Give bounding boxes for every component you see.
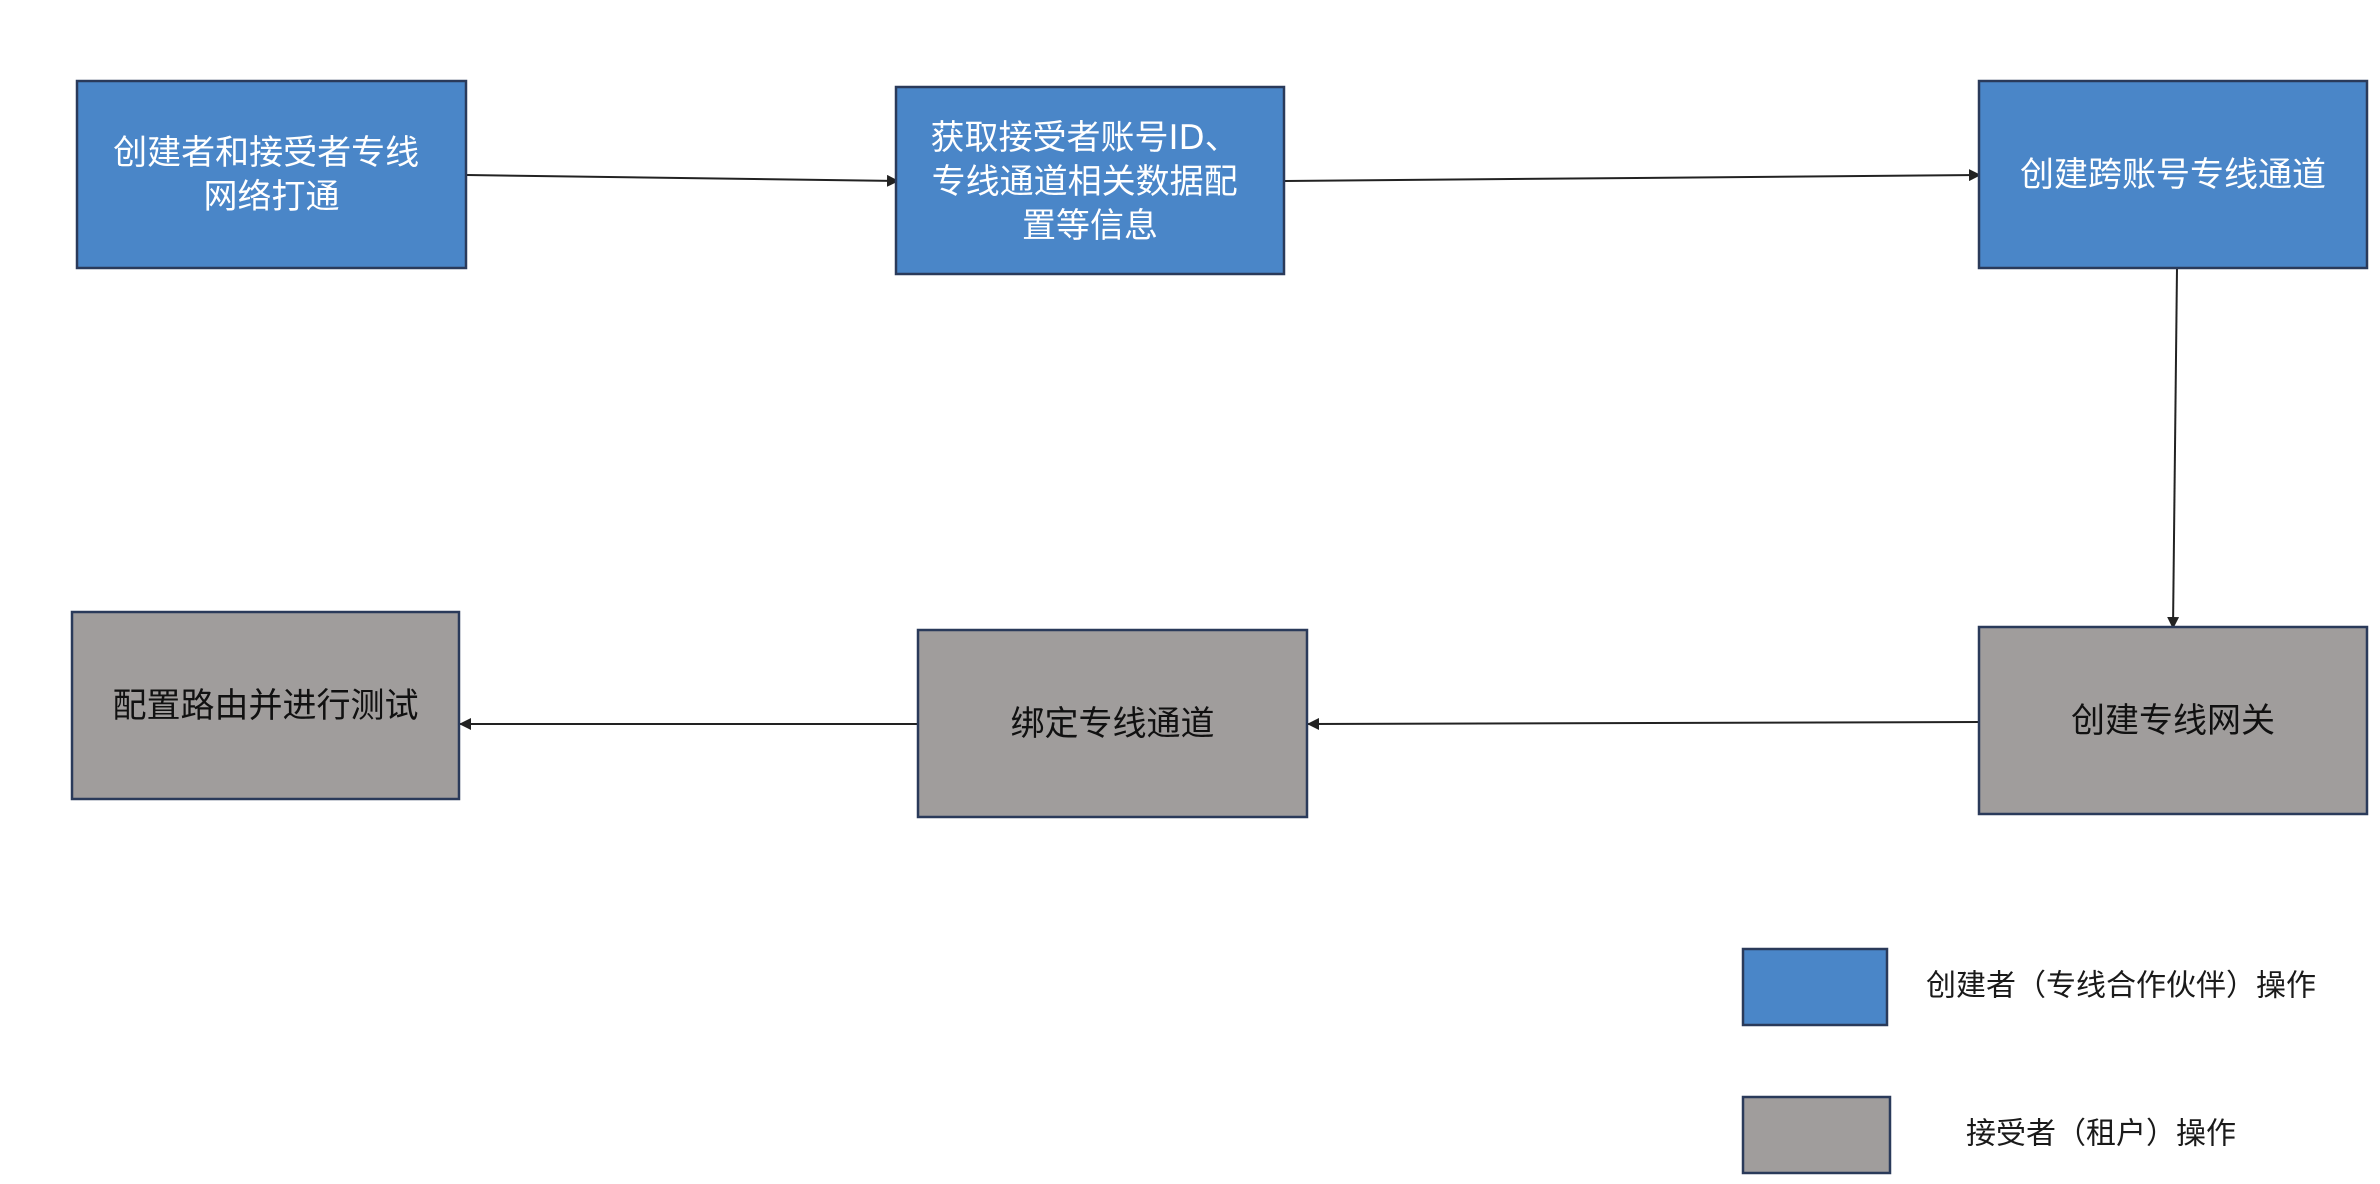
node-label: 创建跨账号专线通道: [2020, 155, 2326, 195]
node-bind-channel: 绑定专线通道: [916, 628, 1309, 819]
node-create-gateway: 创建专线网关: [1977, 625, 2369, 816]
node-label: 创建专线网关: [2071, 701, 2275, 741]
legend-receiver-label: 接受者（租户）操作: [1966, 1117, 2236, 1152]
node-box: [1977, 625, 2369, 816]
legend-creator-label: 创建者（专线合作伙伴）操作: [1926, 969, 2316, 1004]
edge-n2-n3: [1284, 169, 1981, 182]
node-get-account-info: 获取接受者账号ID、 专线通道相关数据配 置等信息: [894, 85, 1286, 276]
edges: [459, 169, 2180, 730]
legend-creator-swatch: [1741, 947, 1889, 1027]
node-create-cross-account-channel: 创建跨账号专线通道: [1977, 79, 2369, 270]
node-label: 创建者和接受者专线 网络打通: [113, 133, 430, 217]
edge-n4-n5: [1307, 717, 1981, 730]
node-label: 获取接受者账号ID、 专线通道相关数据配 置等信息: [930, 118, 1249, 246]
node-box: [894, 85, 1286, 276]
node-config-route-test: 配置路由并进行测试: [70, 610, 461, 801]
legend: 创建者（专线合作伙伴）操作 接受者（租户）操作: [1741, 947, 2316, 1175]
node-box: [1977, 79, 2369, 270]
node-label: 配置路由并进行测试: [113, 686, 419, 726]
edge-n3-n4: [2167, 267, 2180, 629]
node-box: [916, 628, 1309, 819]
node-label: 绑定专线通道: [1011, 704, 1215, 744]
node-network-connect: 创建者和接受者专线 网络打通: [75, 79, 468, 270]
node-box: [75, 79, 468, 270]
node-box: [70, 610, 461, 801]
legend-receiver-swatch: [1741, 1095, 1892, 1175]
edge-n1-n2: [466, 174, 899, 187]
